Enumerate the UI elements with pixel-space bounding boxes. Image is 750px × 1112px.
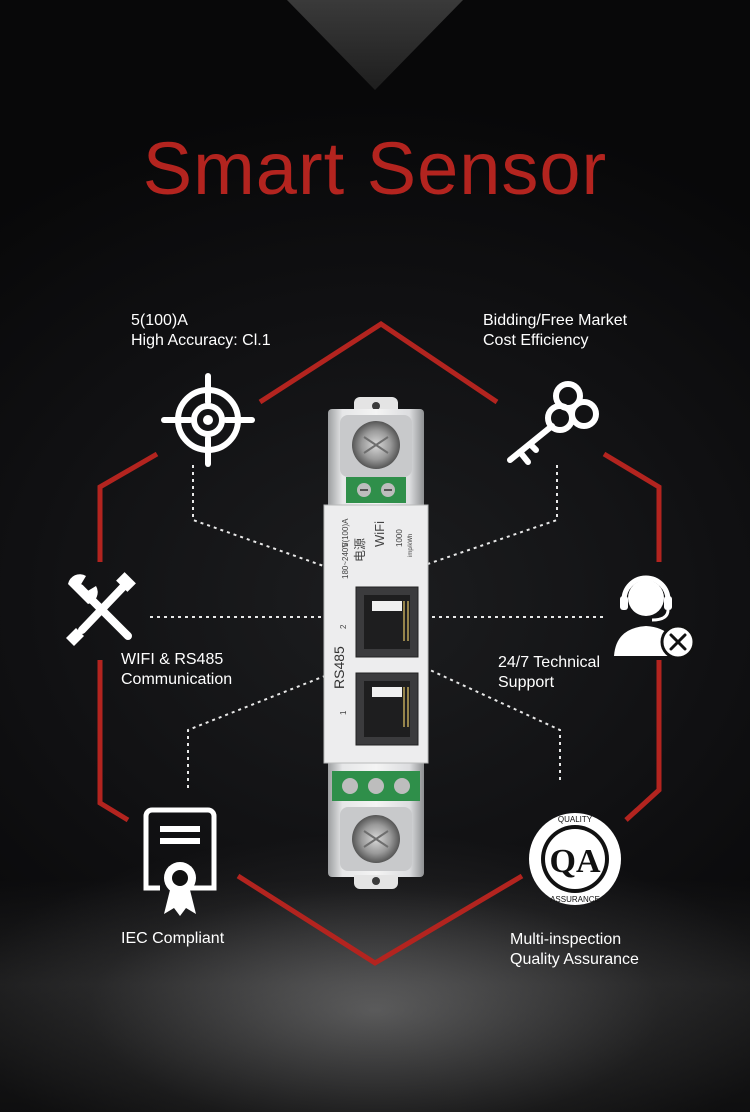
device-rate-unit-label: imp/kWh <box>408 534 414 557</box>
hex-edge-bottom-right <box>236 873 524 966</box>
feature-accuracy-line2: High Accuracy: Cl.1 <box>131 332 271 349</box>
device-port-1-label: 1 <box>339 710 348 715</box>
page-title: Smart Sensor <box>142 127 608 210</box>
device-current-label: 5(100)A <box>341 518 350 547</box>
connector-iec <box>187 669 341 788</box>
feature-quality-line1: Multi-inspection <box>510 931 622 948</box>
device-port-2-label: 2 <box>339 624 348 629</box>
device-rate-label: 1000 <box>395 529 404 547</box>
hex-edge-top-right <box>602 451 662 562</box>
rj45-port-1 <box>355 672 419 746</box>
smart-sensor-device: 180~240V 5(100)A 电源 WiFi 1000 imp/kWh RS… <box>323 397 429 889</box>
feature-support-line1: 24/7 Technical <box>498 654 600 671</box>
certificate-icon <box>143 807 217 916</box>
quality-assurance-icon: QA QUALITY ASSURANCE <box>529 813 621 905</box>
feature-quality: Multi-inspection Quality Assurance <box>510 930 639 970</box>
device-port-label: RS485 <box>331 646 347 689</box>
device-power-label: 电源 <box>353 538 367 562</box>
hex-edge-left <box>97 451 159 562</box>
top-notch <box>287 0 463 90</box>
hex-edge-top-left <box>258 321 499 405</box>
device-voltage-label: 180~240V <box>341 542 350 579</box>
feature-communication-line1: WIFI & RS485 <box>121 651 224 668</box>
connector-market <box>409 465 558 571</box>
hex-edge-bottom-left <box>97 660 130 823</box>
support-agent-icon <box>614 575 696 660</box>
qa-badge-bottom-text: ASSURANCE <box>550 895 600 904</box>
rj45-port-2 <box>355 586 419 658</box>
feature-market: Bidding/Free Market Cost Efficiency <box>483 311 627 351</box>
feature-support-line2: Support <box>498 674 555 691</box>
qa-badge-letters: QA <box>550 843 601 880</box>
feature-communication-line2: Communication <box>121 671 233 688</box>
device-wifi-label: WiFi <box>372 521 387 547</box>
wrench-screwdriver-icon <box>66 572 136 646</box>
target-icon <box>161 373 255 467</box>
feature-market-line1: Bidding/Free Market <box>483 312 628 329</box>
hex-edge-right <box>624 660 662 822</box>
feature-market-line2: Cost Efficiency <box>483 332 589 349</box>
feature-support: 24/7 Technical Support <box>498 653 600 693</box>
connector-accuracy <box>192 465 336 571</box>
connector-quality <box>429 669 561 780</box>
key-icon <box>507 381 599 465</box>
feature-iec: IEC Compliant <box>121 929 224 949</box>
floor-glow <box>0 880 750 1112</box>
feature-communication: WIFI & RS485 Communication <box>121 650 232 690</box>
qa-badge-top-text: QUALITY <box>558 815 593 824</box>
feature-accuracy: 5(100)A High Accuracy: Cl.1 <box>131 311 271 351</box>
feature-accuracy-line1: 5(100)A <box>131 312 188 329</box>
feature-quality-line2: Quality Assurance <box>510 951 639 968</box>
feature-iec-line1: IEC Compliant <box>121 930 225 947</box>
